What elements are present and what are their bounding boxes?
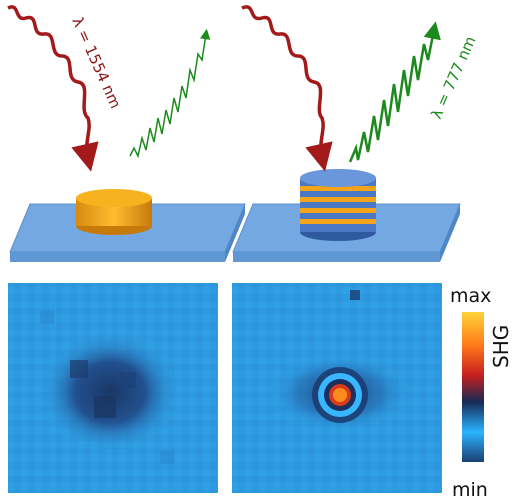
outgoing-wave-right (348, 21, 441, 163)
gold-disk (76, 189, 152, 235)
wavelength-in-label: λ = 1554 nm (68, 14, 124, 111)
incoming-wave-right (241, 5, 333, 172)
colorbar (462, 312, 484, 462)
left-shg-map (8, 283, 218, 493)
incoming-wave-left (7, 5, 99, 172)
wavelength-out-label: λ = 777 nm (427, 33, 479, 121)
colorbar-title: SHG (489, 325, 513, 368)
right-shg-map (232, 283, 442, 493)
colorbar-max-label: max (450, 285, 491, 307)
colorbar-min-label: min (452, 479, 488, 501)
outgoing-wave-left (129, 28, 211, 159)
multilayer-stack (300, 169, 376, 241)
